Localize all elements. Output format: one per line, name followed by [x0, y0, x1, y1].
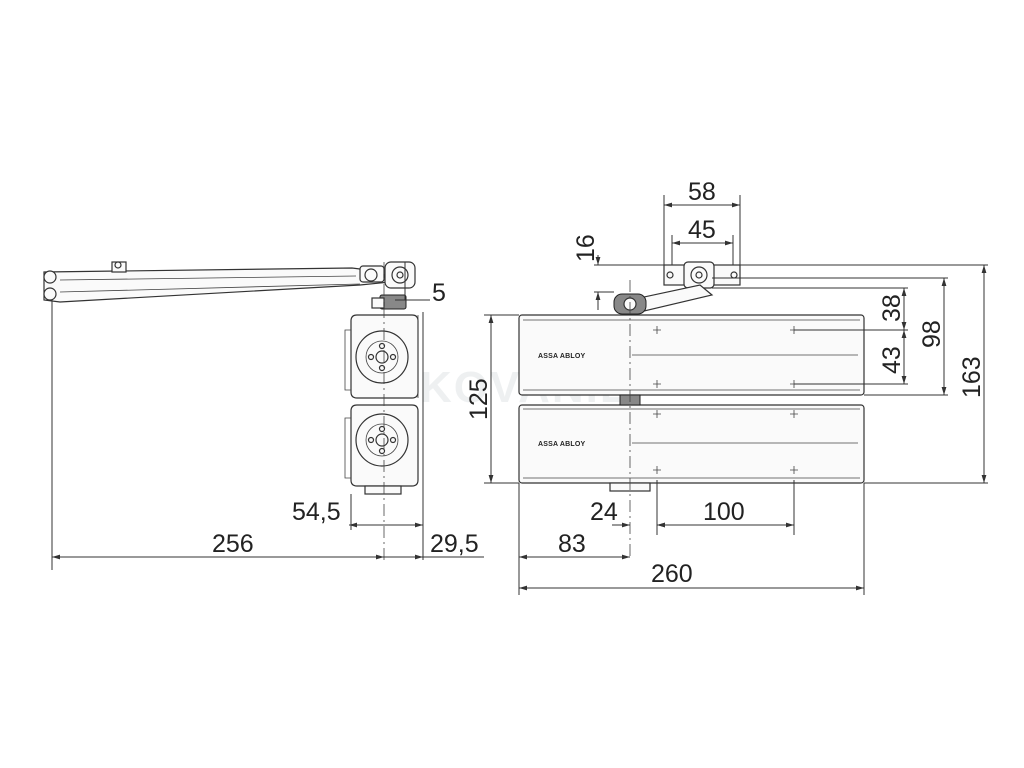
dim-front-38: 38 — [878, 288, 907, 330]
dim-label-58: 58 — [688, 178, 716, 206]
dim-label-98: 98 — [918, 320, 946, 348]
dim-front-163: 163 — [958, 265, 987, 483]
side-view: 5 54,5 256 29,5 — [43, 261, 484, 570]
front-body-upper: ASSA ABLOY — [518, 314, 865, 396]
dim-front-16: 16 — [572, 234, 664, 310]
dim-front-98: 98 — [918, 278, 947, 395]
brand-label-upper: ASSA ABLOY — [538, 353, 586, 360]
dim-label-256: 256 — [212, 530, 254, 558]
dim-label-5: 5 — [432, 279, 446, 307]
dim-label-43: 43 — [878, 346, 906, 374]
dim-front-58: 58 — [663, 178, 741, 265]
dim-side-5: 5 — [395, 262, 446, 307]
dim-side-54-5: 54,5 — [292, 494, 423, 530]
dim-side-256: 256 — [51, 300, 384, 570]
dim-label-163: 163 — [958, 356, 986, 398]
side-arm — [43, 261, 416, 310]
dim-front-260: 260 — [519, 483, 865, 595]
dim-side-29-5: 29,5 — [384, 530, 484, 560]
front-body-lower: ASSA ABLOY — [518, 394, 865, 492]
dim-label-54-5: 54,5 — [292, 498, 341, 526]
brand-label-lower: ASSA ABLOY — [538, 441, 586, 448]
dim-front-100: 100 — [657, 480, 795, 535]
dim-label-16: 16 — [572, 234, 600, 262]
dim-label-45: 45 — [688, 216, 716, 244]
dim-label-24: 24 — [590, 498, 618, 526]
dim-front-125: 125 — [465, 314, 519, 484]
dim-label-29-5: 29,5 — [430, 530, 479, 558]
dim-front-45: 45 — [671, 216, 734, 265]
front-view: ASSA ABLOY ASSA ABLOY — [465, 178, 988, 595]
dim-label-83: 83 — [558, 530, 586, 558]
side-body-lower — [344, 404, 419, 495]
dim-front-43: 43 — [878, 330, 907, 384]
dim-label-260: 260 — [651, 560, 693, 588]
dim-label-100: 100 — [703, 498, 745, 526]
dim-front-83: 83 — [518, 483, 630, 595]
side-body-upper — [344, 312, 424, 560]
dim-label-125: 125 — [465, 378, 493, 420]
dim-label-38: 38 — [878, 294, 906, 322]
